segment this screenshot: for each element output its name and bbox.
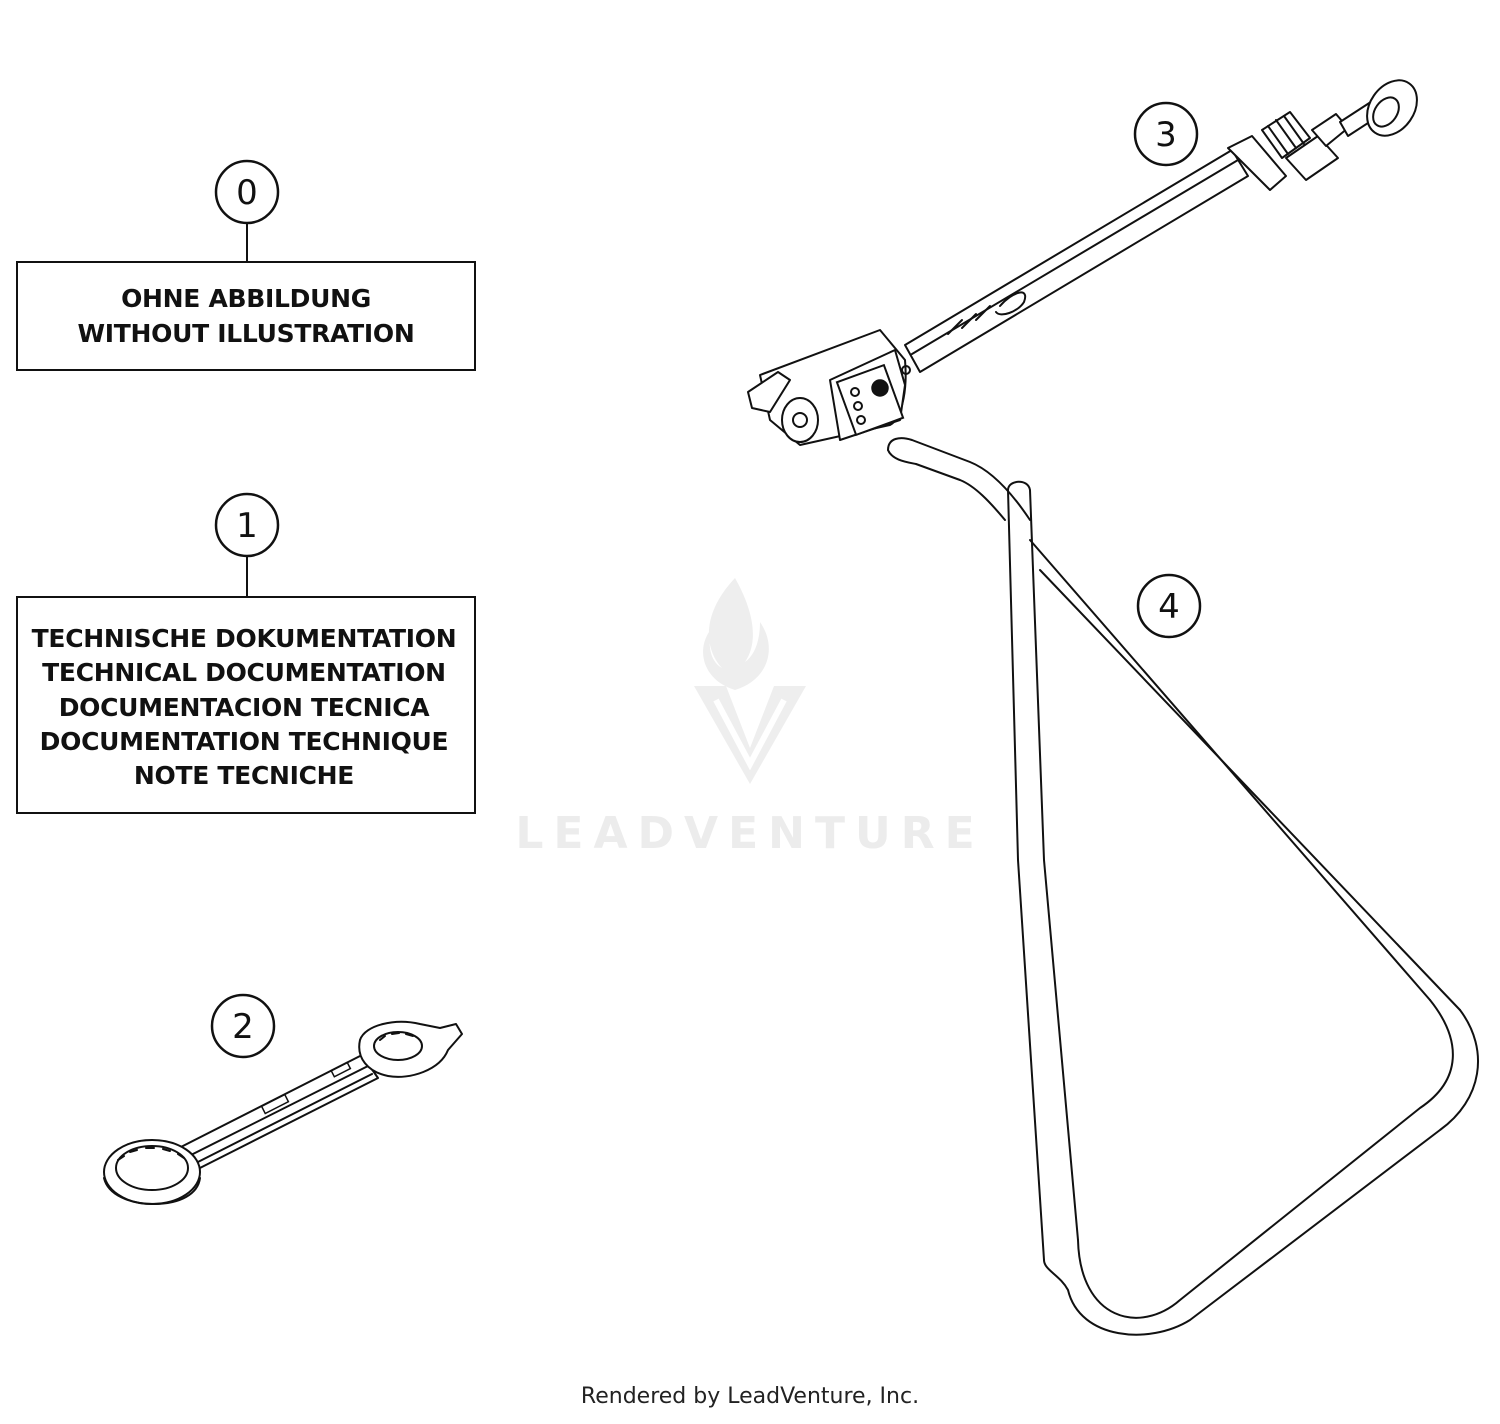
callout-0[interactable]: 0	[214, 159, 280, 225]
box1-line2: TECHNICAL DOCUMENTATION	[42, 658, 446, 687]
callout-4[interactable]: 4	[1136, 573, 1202, 639]
side-stand-icon[interactable]	[887, 437, 1479, 1336]
box0-line2: WITHOUT ILLUSTRATION	[78, 319, 415, 348]
callout-3[interactable]: 3	[1133, 101, 1199, 167]
box1-line1: TECHNISCHE DOKUMENTATION	[32, 624, 457, 653]
box1-line3: DOCUMENTACION TECNICA	[59, 693, 431, 722]
callout-2-label: 2	[232, 1007, 254, 1047]
box0-line1: OHNE ABBILDUNG	[121, 284, 371, 313]
callout-0-label: 0	[236, 173, 258, 213]
flame-v-logo-icon	[694, 578, 806, 784]
wrench-icon[interactable]	[103, 1020, 463, 1205]
footer-rendered-by: Rendered by LeadVenture, Inc.	[580, 1384, 920, 1409]
callout-3-label: 3	[1155, 115, 1177, 155]
watermark-text: LEADVENTURE	[515, 808, 984, 859]
callout-2[interactable]: 2	[210, 993, 276, 1059]
callout-1[interactable]: 1	[214, 492, 280, 558]
callout-4-label: 4	[1158, 587, 1180, 627]
watermark: LEADVENTURE	[515, 578, 984, 859]
pressure-gauge-icon[interactable]	[747, 71, 1427, 446]
box1-line5: NOTE TECNICHE	[134, 761, 354, 790]
box-without-illustration: OHNE ABBILDUNG WITHOUT ILLUSTRATION	[16, 261, 476, 371]
box1-line4: DOCUMENTATION TECHNIQUE	[40, 727, 449, 756]
box-technical-documentation: TECHNISCHE DOKUMENTATION TECHNICAL DOCUM…	[16, 596, 476, 814]
callout-1-label: 1	[236, 506, 258, 546]
